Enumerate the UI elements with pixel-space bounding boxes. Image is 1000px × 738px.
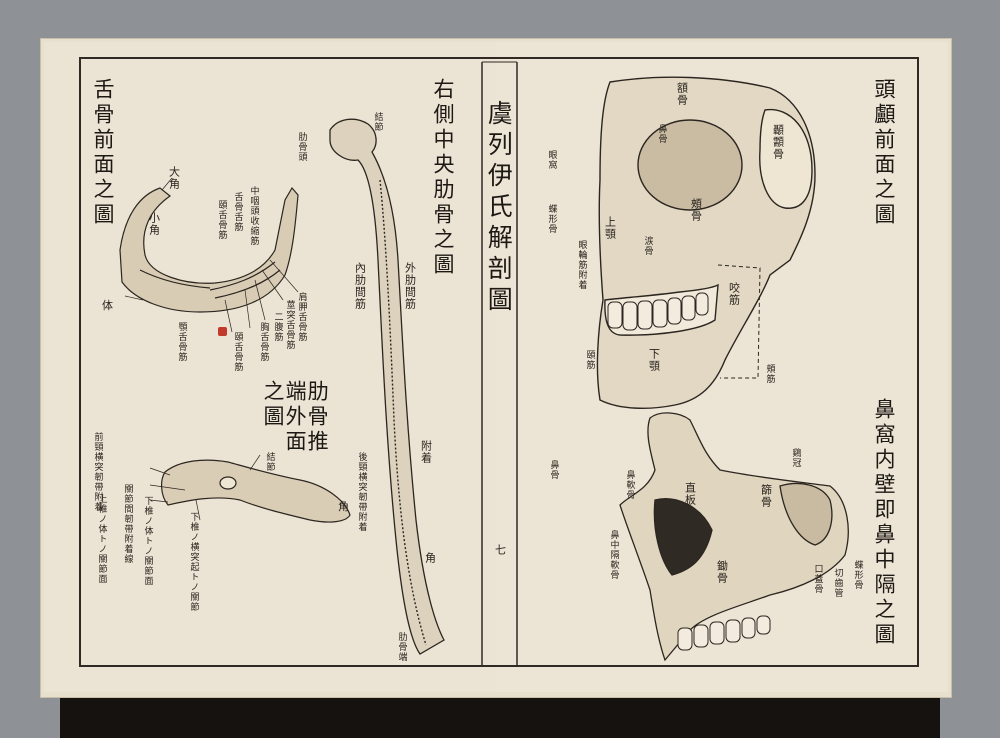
skull-teeth <box>607 292 709 331</box>
masseter-outline <box>717 264 761 379</box>
rib-end-drawing <box>161 459 351 523</box>
label-sternohyoid: 胸舌骨筋 <box>258 322 269 362</box>
rib-end-title: 肋骨推端外面之圖 <box>261 380 330 455</box>
rib-title: 右側中央肋骨之圖 <box>431 78 456 278</box>
label-vomer: 鋤骨 <box>715 560 729 584</box>
label-stylohyoid: 莖突舌骨筋 <box>284 300 295 350</box>
label-frontal: 額骨 <box>675 82 689 106</box>
label-rib-head: 肋骨頭 <box>296 132 307 162</box>
label-rib-end-angle: 角 <box>338 500 349 513</box>
nasal-septum-drawing <box>619 412 849 662</box>
label-omohyoid: 肩胛舌骨筋 <box>296 292 307 342</box>
label-internal-intercostal: 內肋間筋 <box>353 262 367 310</box>
page-number: 七 <box>493 544 507 556</box>
nasal-septum-title: 鼻窩内壁即鼻中隔之圖 <box>872 398 897 648</box>
label-lower-vertebra: 下椎ノ体トノ關節面 <box>142 496 153 586</box>
label-nasal-cartilage: 鼻軟骨 <box>624 470 635 500</box>
label-rib-tubercle: 結節 <box>372 112 383 132</box>
label-orbit: 眼窩 <box>546 150 557 170</box>
label-transverse-joint: 下椎ノ横突起トノ關節 <box>188 512 199 612</box>
label-cheek: 頰骨 <box>689 198 703 222</box>
label-geniohyoid: 頤舌骨筋 <box>232 332 243 372</box>
label-ethmoid: 篩骨 <box>759 484 773 508</box>
rib-end-leader-lines <box>149 454 261 521</box>
label-external-intercostal: 外肋間筋 <box>403 262 417 310</box>
label-masseter: 咬筋 <box>727 282 741 306</box>
label-neck-ligament: 前頸横突韌帶附着 <box>92 432 103 512</box>
hyoid-title: 舌骨前面之圖 <box>91 78 116 228</box>
label-orbicularis: 眼輪筋附着 <box>576 240 587 290</box>
skull-title: 頭顱前面之圖 <box>872 78 897 228</box>
label-posterior-ligament: 後頸横突韌帶附着 <box>356 452 367 532</box>
hyoid-leader-lines <box>124 177 299 333</box>
red-seal-mark <box>218 327 227 336</box>
label-interarticular: 關節間韌帶附着線 <box>122 484 133 564</box>
label-mentalis: 頤筋 <box>584 350 595 370</box>
page-frame <box>79 57 919 667</box>
rib-drawing <box>329 118 445 655</box>
label-crista-galli: 鷄冠 <box>790 448 801 468</box>
label-nasal-bone: 鼻骨 <box>548 460 559 480</box>
label-upper-jaw: 上顎 <box>603 216 617 240</box>
label-rib-attachment: 附着 <box>419 440 433 464</box>
label-digastric: 二腹筋 <box>272 312 283 342</box>
label-small-horn: 小角 <box>147 212 161 236</box>
label-perpendicular-plate: 直板 <box>683 482 697 506</box>
label-large-horn: 大角 <box>167 166 181 190</box>
label-rib-end-tubercle: 結節 <box>264 452 275 472</box>
label-middle-pharynx: 中咽頭收縮筋 <box>248 186 259 246</box>
label-temporal: 顳顬骨 <box>771 124 785 160</box>
label-buccinator: 頰筋 <box>764 364 775 384</box>
label-upper-vertebra: 上椎ノ体トノ關節面 <box>96 494 107 584</box>
label-costal-end: 肋骨端 <box>396 632 407 662</box>
book-edge-shadow <box>60 690 940 738</box>
label-incisive-canal: 切齒管 <box>832 568 843 598</box>
label-genio-muscle: 頤舌骨筋 <box>216 200 227 240</box>
nasal-teeth <box>677 615 771 651</box>
book-title: 虞列伊氏解剖圖 <box>484 100 514 317</box>
label-mandible: 下顎 <box>647 348 661 372</box>
label-palatine: 口蓋骨 <box>812 564 823 594</box>
rib-dotted-line <box>379 179 427 646</box>
hyoid-bone-drawing <box>119 186 299 313</box>
label-body: 体 <box>102 299 113 312</box>
label-hyoglossus: 舌骨舌筋 <box>232 192 243 232</box>
label-mylohyoid: 顎舌骨筋 <box>176 322 187 362</box>
label-septal-cartilage: 鼻中隔軟骨 <box>608 530 619 580</box>
label-rib-angle: 角 <box>423 552 437 564</box>
label-lacrimal: 涙骨 <box>642 236 653 256</box>
label-nasal: 鼻骨 <box>656 124 667 144</box>
label-sphenoid: 蝶形骨 <box>546 204 557 234</box>
label-septum-sphenoid: 蝶形骨 <box>852 560 863 590</box>
